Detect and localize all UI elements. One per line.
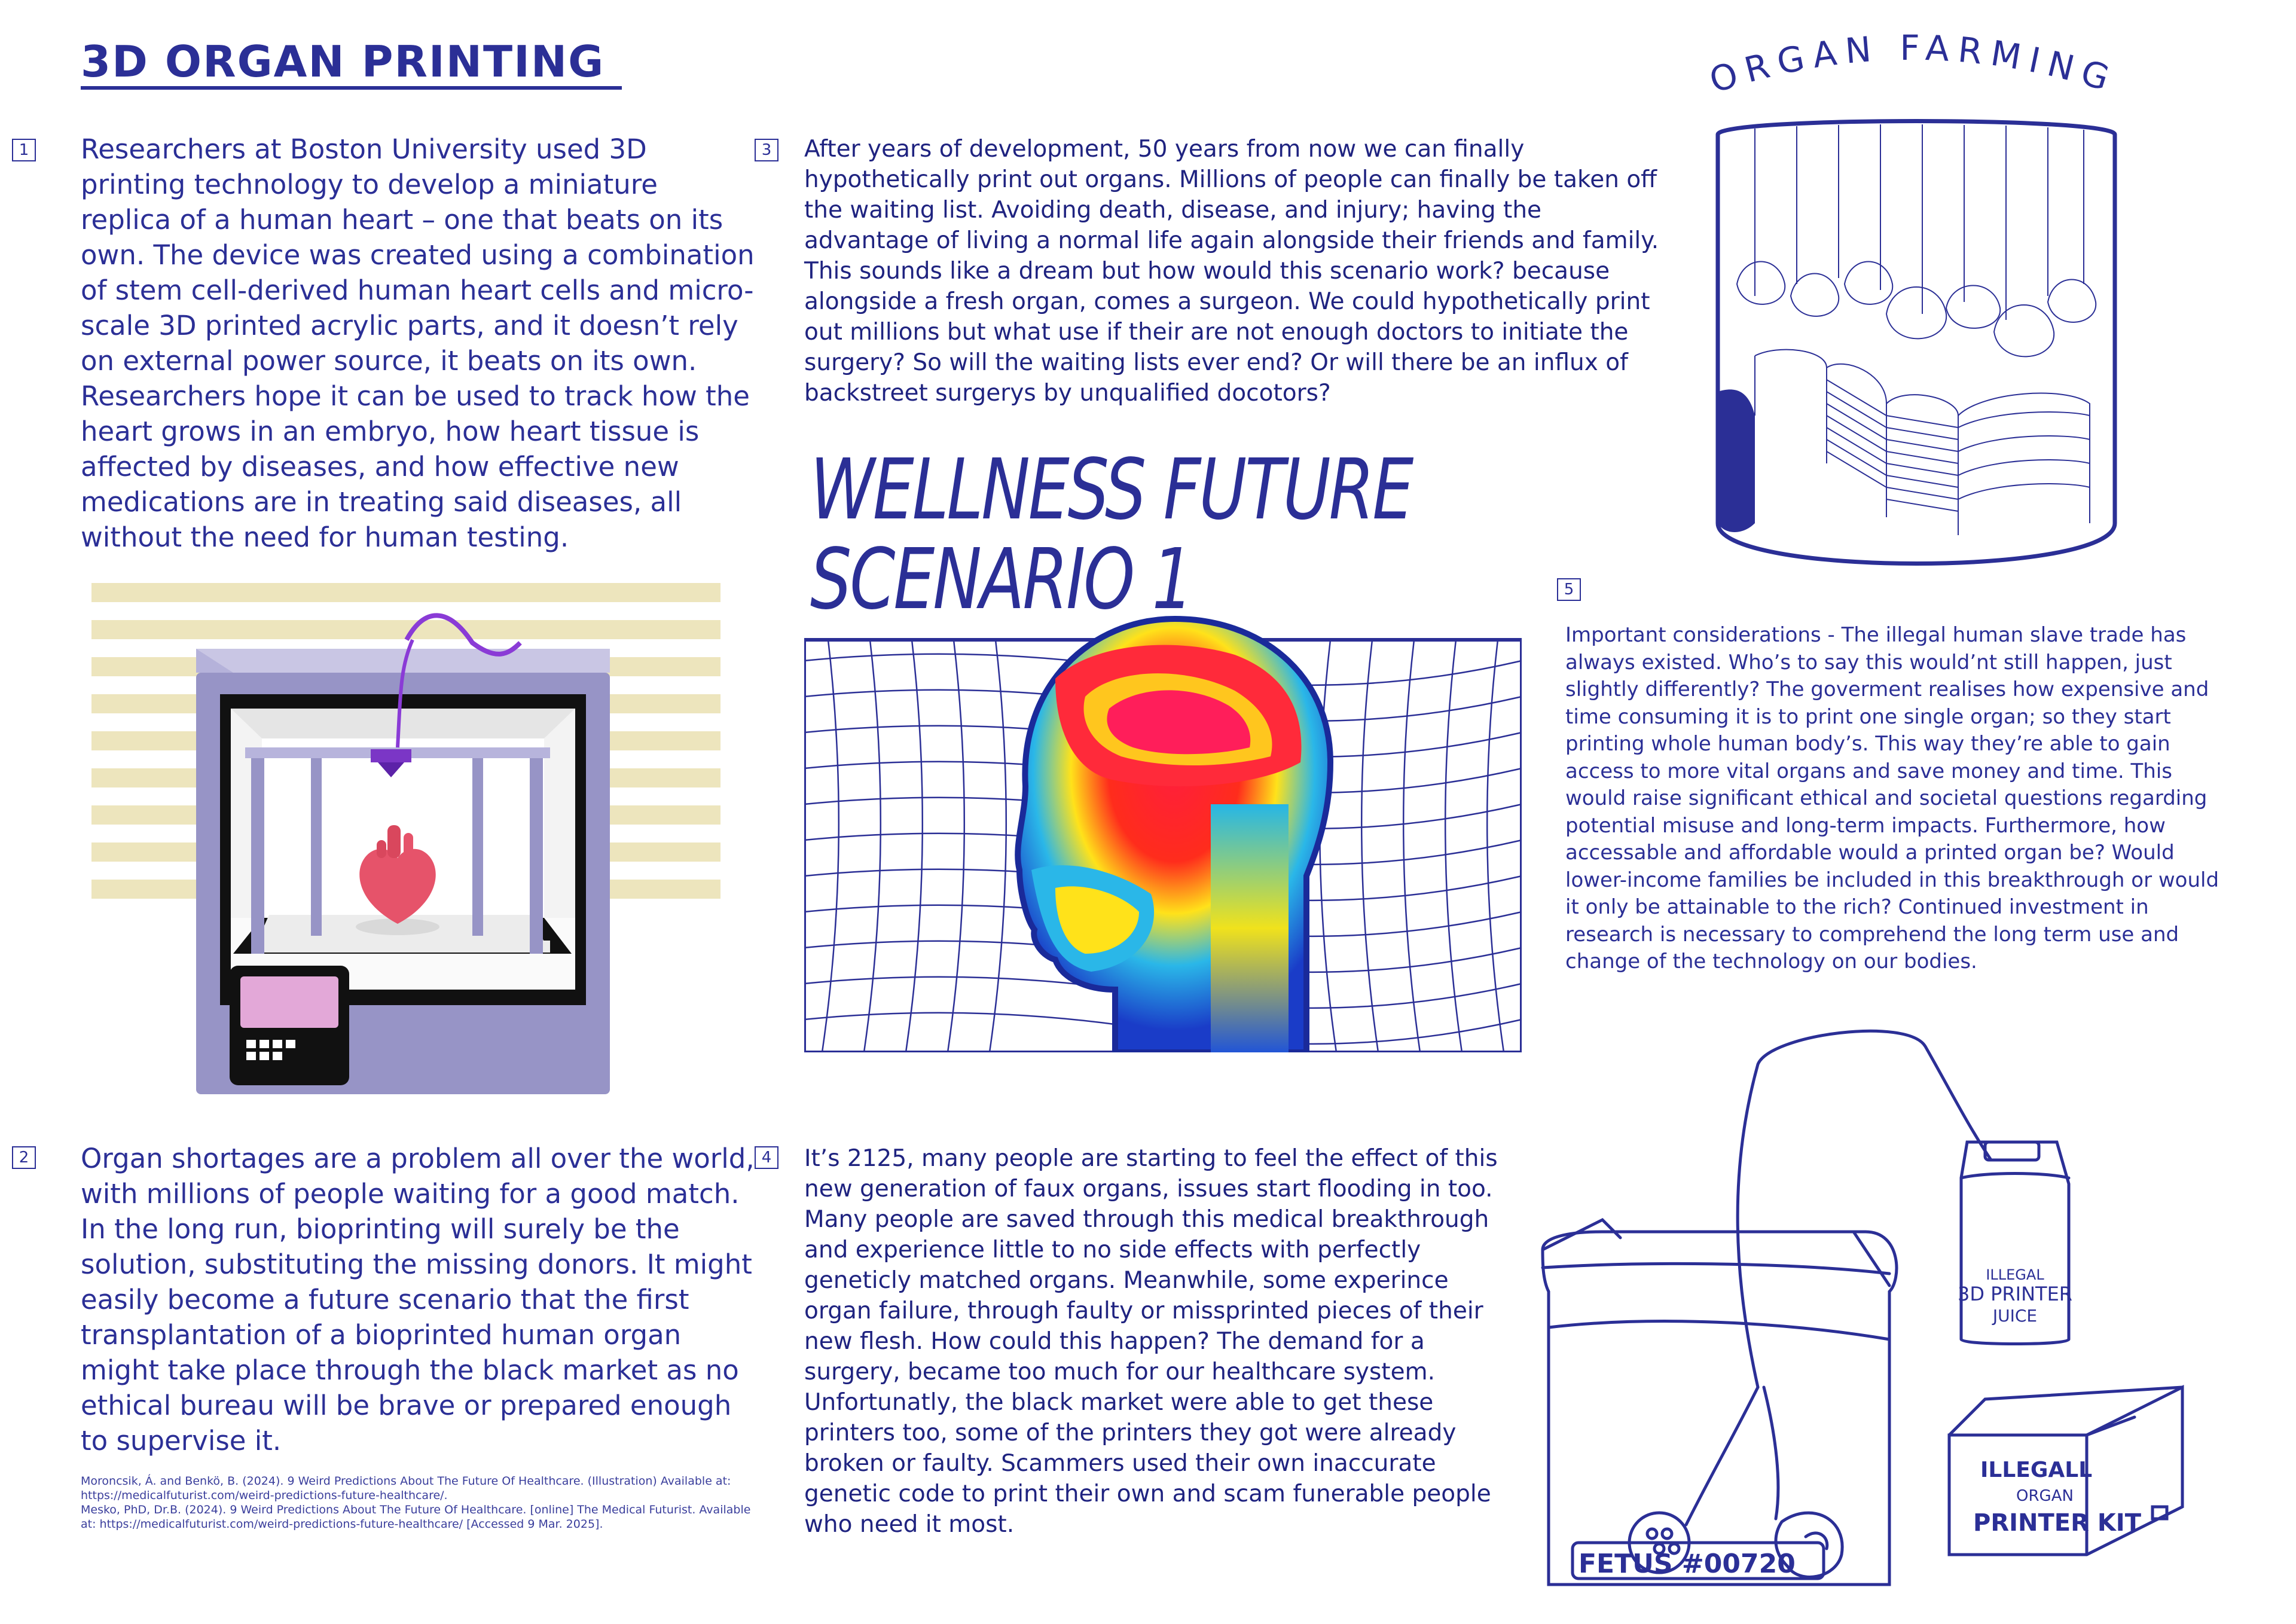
page-title: 3D ORGAN PRINTING bbox=[81, 37, 622, 90]
kit-label-3: PRINTER KIT bbox=[1973, 1509, 2142, 1537]
reference-2: Mesko, PhD, Dr.B. (2024). 9 Weird Predic… bbox=[81, 1503, 751, 1531]
organ-farming-title-block: ORGAN FARMING bbox=[1704, 21, 2123, 99]
section-2-text: Organ shortages are a problem all over t… bbox=[81, 1143, 755, 1457]
svg-text:ORGAN FARMING: ORGAN FARMING bbox=[1705, 28, 2122, 99]
organ-farming-title: ORGAN FARMING bbox=[1705, 28, 2114, 99]
juice-label-3: JUICE bbox=[1992, 1306, 2037, 1326]
section-4-text: It’s 2125, many people are starting to f… bbox=[804, 1145, 1498, 1538]
scenario-line-1: WELLNESS FUTURE bbox=[810, 441, 1413, 539]
reference-1: Moroncsik, Á. and Benkö, B. (2024). 9 We… bbox=[81, 1475, 731, 1502]
juice-label-2: 3D PRINTER bbox=[1958, 1283, 2072, 1305]
scenario-heading: WELLNESS FUTURE SCENARIO 1 bbox=[810, 445, 1510, 625]
section-number-5: 5 bbox=[1557, 578, 1581, 601]
printer-illustration bbox=[90, 583, 723, 1109]
bag-label: FETUS #00720 bbox=[1578, 1549, 1796, 1579]
section-3-text: After years of development, 50 years fro… bbox=[804, 136, 1659, 407]
kit-label-1: ILLEGALL bbox=[1980, 1458, 2092, 1482]
organ-farming-illustration bbox=[1707, 105, 2126, 583]
section-5-text: Important considerations - The illegal h… bbox=[1565, 623, 2219, 973]
section-number-4: 4 bbox=[755, 1146, 778, 1169]
section-1-text: Researchers at Boston University used 3D… bbox=[81, 133, 755, 553]
black-market-sketch: FETUS #00720 ILLEGAL 3D PRINTER JUICE IL… bbox=[1531, 981, 2218, 1605]
kit-label-2: ORGAN bbox=[2016, 1487, 2074, 1505]
juice-label-1: ILLEGAL bbox=[1986, 1266, 2044, 1283]
section-number-3: 3 bbox=[755, 139, 778, 161]
brain-scan-image bbox=[804, 607, 1522, 1052]
section-number-2: 2 bbox=[12, 1146, 36, 1169]
scenario-line-2: SCENARIO 1 bbox=[810, 531, 1193, 628]
section-number-1: 1 bbox=[12, 139, 36, 161]
references: Moroncsik, Á. and Benkö, B. (2024). 9 We… bbox=[81, 1474, 756, 1531]
